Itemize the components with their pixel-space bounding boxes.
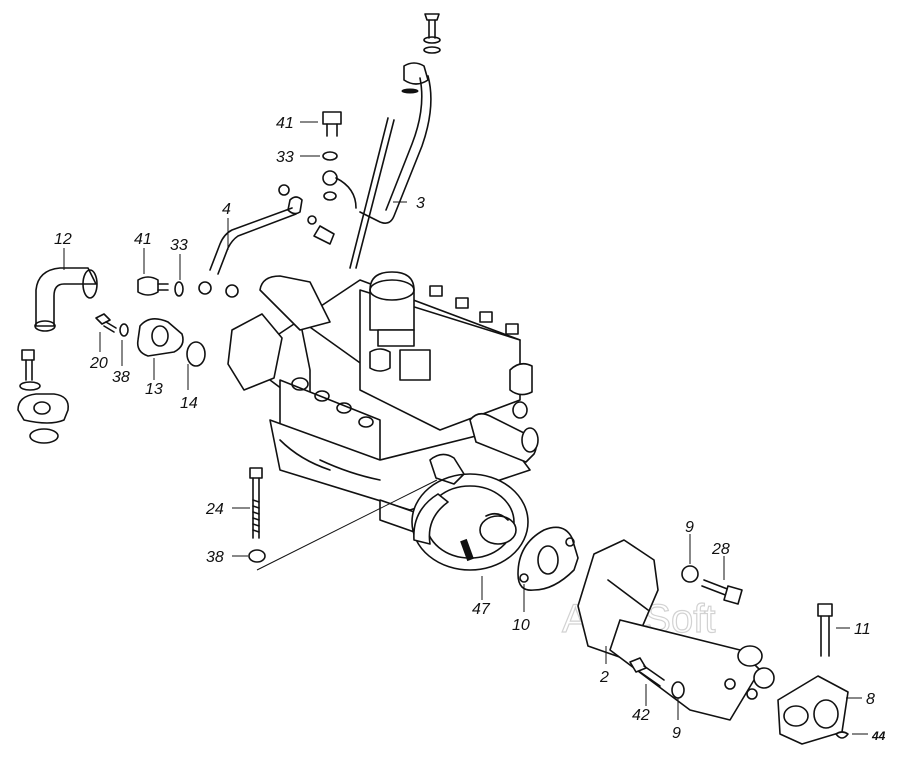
callout-38-left: 38 — [112, 369, 130, 386]
callout-9-bottom: 9 — [672, 725, 681, 742]
washer-9-bottom — [671, 681, 685, 699]
callout-38-bottom: 38 — [206, 549, 224, 566]
gasket-10 — [517, 526, 579, 591]
bolt-41-top — [322, 111, 342, 137]
hose-12 — [34, 267, 98, 332]
bracket-2 — [577, 539, 775, 721]
washer-33-left — [174, 281, 184, 297]
banjo-fitting-top — [322, 170, 357, 209]
flange-13 — [136, 318, 184, 357]
fuel-pump-body — [227, 271, 539, 571]
callout-4: 4 — [222, 201, 231, 218]
callout-33-left: 33 — [170, 237, 188, 254]
callout-9-top: 9 — [685, 519, 694, 536]
callout-28: 28 — [711, 541, 730, 558]
fuel-pipe-3 — [349, 13, 441, 269]
bolt-42 — [629, 657, 665, 687]
callout-41-top: 41 — [276, 115, 294, 132]
key-44 — [835, 731, 849, 739]
callout-47: 47 — [472, 601, 491, 618]
callout-8: 8 — [866, 691, 875, 708]
callout-13: 13 — [145, 381, 163, 398]
callout-11: 11 — [854, 621, 871, 638]
callout-20: 20 — [89, 355, 108, 372]
leader-lines — [63, 121, 868, 735]
bolt-24 — [249, 467, 263, 539]
fitting-left — [17, 349, 70, 444]
fuel-pipe-4 — [198, 184, 335, 298]
callout-33-top: 33 — [276, 149, 294, 166]
bolt-28 — [701, 579, 743, 605]
callout-14: 14 — [180, 395, 198, 412]
callout-2: 2 — [599, 669, 609, 686]
callout-10: 10 — [512, 617, 530, 634]
washer-9-top — [681, 565, 699, 583]
washer-38-bottom — [248, 549, 266, 563]
washer-33-top — [322, 151, 338, 161]
callout-24: 24 — [205, 501, 224, 518]
callout-44: 44 — [871, 729, 886, 743]
callout-3: 3 — [416, 195, 425, 212]
callout-41-left: 41 — [134, 231, 152, 248]
washer-38-left — [119, 323, 129, 337]
o-ring-14 — [186, 341, 206, 367]
bolt-11 — [817, 603, 833, 657]
bolt-24-leader — [256, 479, 438, 571]
callout-42: 42 — [632, 707, 650, 724]
bolt-41-left — [137, 276, 169, 296]
callout-12: 12 — [54, 231, 72, 248]
bolt-20 — [95, 313, 117, 333]
